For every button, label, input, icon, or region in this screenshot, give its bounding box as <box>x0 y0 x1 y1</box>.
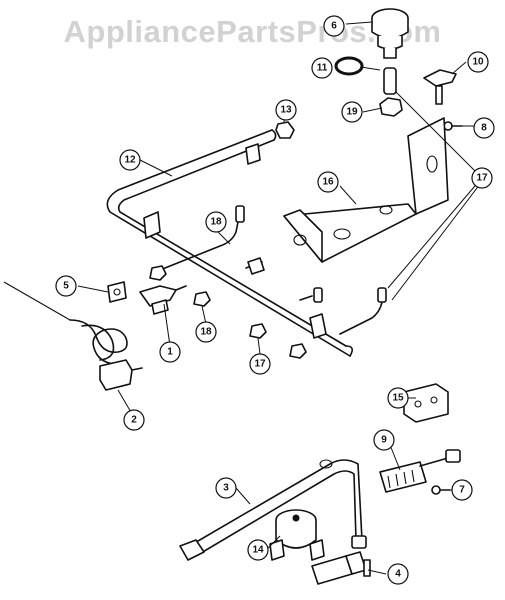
callout-4: 4 <box>387 563 409 585</box>
part-11-o-ring <box>334 56 364 76</box>
callout-12: 12 <box>119 149 141 171</box>
callout-16-label: 16 <box>322 177 334 188</box>
callout-6-label: 6 <box>331 21 337 32</box>
part-16-burner-bracket <box>283 117 449 263</box>
callout-7: 7 <box>451 479 473 501</box>
callout-13: 13 <box>275 99 297 121</box>
part-19-nut <box>379 67 403 117</box>
callout-19-label: 19 <box>346 107 358 118</box>
burner-tubes <box>159 205 387 335</box>
callout-11: 11 <box>311 57 333 79</box>
callout-13-label: 13 <box>280 105 292 116</box>
orifice-nuts <box>149 257 307 359</box>
part-2-thermocouple <box>3 281 143 391</box>
part-4-module <box>311 551 371 585</box>
callout-1-label: 1 <box>167 347 173 358</box>
part-14-regulator <box>269 509 325 561</box>
part-12-manifold <box>106 129 354 357</box>
callout-5: 5 <box>55 275 77 297</box>
callout-18-upper-label: 18 <box>210 217 222 228</box>
part-8-screw <box>443 121 463 131</box>
part-9-igniter <box>379 449 461 493</box>
callout-17-lower-label: 17 <box>254 359 266 370</box>
callout-4-label: 4 <box>395 569 401 580</box>
callout-8-label: 8 <box>481 123 487 134</box>
callout-10-label: 10 <box>472 57 484 68</box>
part-1-valve <box>139 285 187 315</box>
callout-18-upper: 18 <box>205 211 227 233</box>
part-15-block <box>403 383 449 423</box>
callout-5-label: 5 <box>63 281 69 292</box>
callout-17-lower: 17 <box>249 353 271 375</box>
callout-7-label: 7 <box>459 485 465 496</box>
callout-14: 14 <box>247 539 269 561</box>
callout-2-label: 2 <box>131 415 137 426</box>
part-3-harness <box>179 459 367 561</box>
callout-17-top-label: 17 <box>476 173 488 184</box>
callout-16: 16 <box>317 171 339 193</box>
callout-9: 9 <box>373 429 395 451</box>
callout-15: 15 <box>387 387 409 409</box>
callout-10: 10 <box>467 51 489 73</box>
callout-18-lower: 18 <box>195 321 217 343</box>
part-13-nut <box>275 121 295 139</box>
part-10-bracket <box>423 69 457 105</box>
callout-2: 2 <box>123 409 145 431</box>
callout-19: 19 <box>341 101 363 123</box>
part-5-clip <box>107 281 127 303</box>
callout-17-top: 17 <box>471 167 493 189</box>
callout-6: 6 <box>323 15 345 37</box>
callout-9-label: 9 <box>381 435 387 446</box>
callout-3: 3 <box>215 477 237 499</box>
callout-3-label: 3 <box>223 483 229 494</box>
part-6-knob <box>371 8 409 59</box>
callout-12-label: 12 <box>124 155 136 166</box>
callout-18-lower-label: 18 <box>200 327 212 338</box>
callout-1: 1 <box>159 341 181 363</box>
callout-15-label: 15 <box>392 393 404 404</box>
callout-14-label: 14 <box>252 545 264 556</box>
callout-8: 8 <box>473 117 495 139</box>
callout-11-label: 11 <box>317 63 328 74</box>
